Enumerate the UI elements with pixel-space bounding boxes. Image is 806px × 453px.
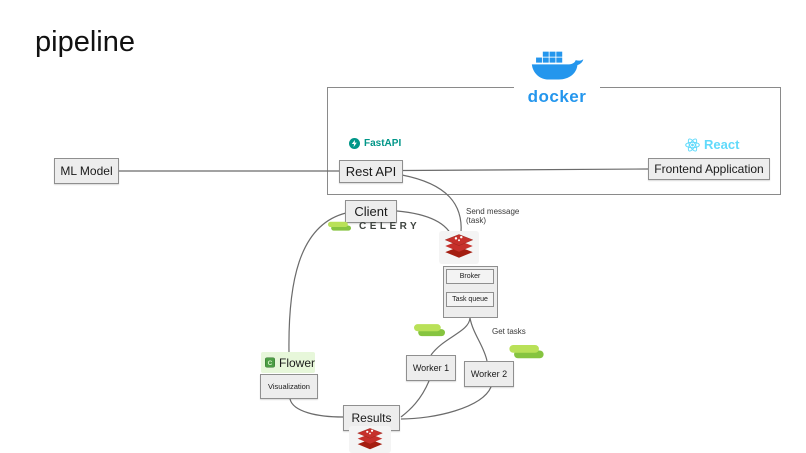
- node-label: Client: [354, 204, 388, 219]
- node-label: Frontend Application: [654, 162, 764, 176]
- node-label: ML Model: [60, 164, 113, 178]
- react-label: React: [704, 137, 740, 152]
- react-logo: React: [685, 137, 739, 152]
- flower-label: Flower: [278, 355, 315, 370]
- annotation-line: (task): [466, 216, 486, 225]
- line-queue-to-worker2: [469, 317, 488, 362]
- node-client: Client: [345, 200, 397, 223]
- docker-whale-icon: [531, 51, 584, 80]
- react-icon: [685, 137, 700, 152]
- node-worker-1: Worker 1: [406, 355, 456, 381]
- node-rest-api: Rest API: [339, 160, 403, 183]
- node-label: Rest API: [345, 164, 397, 179]
- annotation-get-tasks: Get tasks: [492, 327, 526, 336]
- node-broker: Broker: [446, 269, 494, 284]
- node-label: Task queue: [452, 296, 488, 303]
- node-label: Visualization: [268, 382, 310, 391]
- celery-logo: CELERY: [328, 221, 420, 232]
- page-title: pipeline: [35, 26, 135, 58]
- line-worker2-to-results: [400, 386, 492, 420]
- redis-icon: [357, 427, 383, 449]
- node-ml-model: ML Model: [54, 158, 119, 184]
- celery-icon: [509, 345, 544, 359]
- node-label: Results: [351, 411, 392, 425]
- annotation-send-message: Send message (task): [466, 207, 519, 225]
- node-task-queue: Task queue: [446, 292, 494, 307]
- fastapi-label: FastAPI: [364, 138, 402, 149]
- svg-text:C: C: [268, 360, 273, 367]
- fastapi-logo: FastAPI: [349, 138, 401, 149]
- flower-logo: C Flower: [261, 352, 315, 373]
- celery-icon: [414, 324, 445, 337]
- redis-icon: [444, 234, 474, 258]
- docker-logo-label: docker: [527, 87, 587, 106]
- fastapi-icon: [349, 138, 360, 149]
- flower-icon: C: [265, 357, 275, 368]
- line-visualization-to-results: [289, 398, 344, 418]
- celery-icon: [328, 221, 351, 231]
- annotation-line: Send message: [466, 207, 520, 216]
- redis-broker-background: [439, 231, 479, 264]
- node-worker-2: Worker 2: [464, 361, 514, 387]
- node-visualization: Visualization: [260, 374, 318, 399]
- node-label: Worker 1: [412, 363, 450, 373]
- node-frontend-application: Frontend Application: [648, 158, 770, 180]
- node-label: Broker: [459, 273, 481, 280]
- celery-label: CELERY: [359, 221, 421, 232]
- line-worker1-to-results: [400, 380, 430, 418]
- node-label: Worker 2: [470, 369, 508, 379]
- line-client-to-flower: [288, 212, 347, 354]
- redis-results-background: [349, 426, 391, 453]
